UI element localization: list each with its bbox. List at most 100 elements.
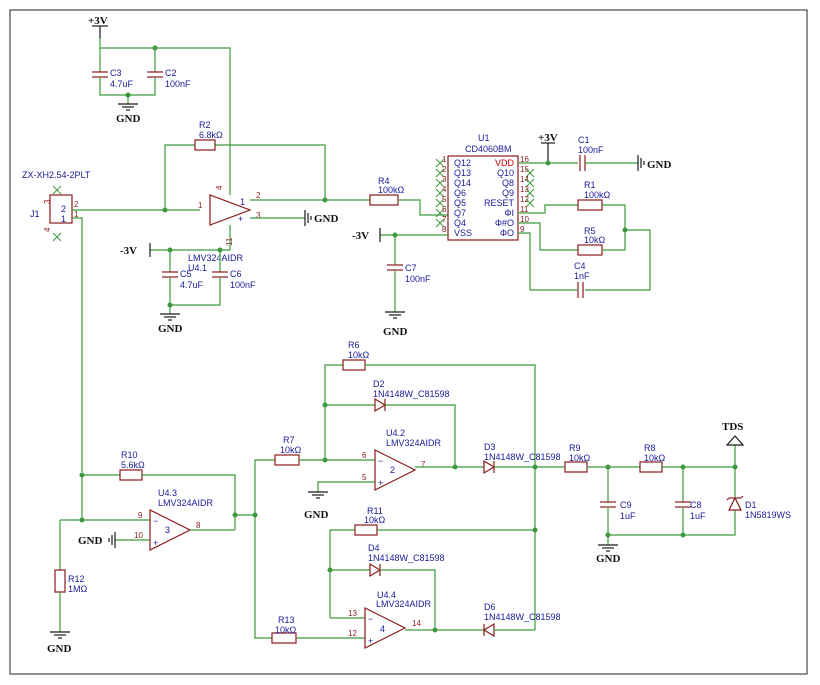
u1-pin-num-left-7: 8: [442, 225, 447, 234]
r4-ref: R4: [378, 176, 390, 186]
gnd-label-3: GND: [383, 326, 408, 338]
u4-4-minus-sign: −: [368, 614, 373, 624]
gnd-label-opamp1: GND: [314, 213, 339, 225]
j1-pin1-num: 1: [74, 210, 79, 219]
r8-ref: R8: [644, 443, 656, 453]
u4-3-plus-sign: +: [153, 538, 158, 548]
u1-pin-num-left-5: 6: [442, 205, 447, 214]
u4-3-unit: 3: [165, 525, 170, 535]
c3-ref: C3: [110, 68, 122, 78]
sheet-border: [9, 9, 808, 675]
u1-nc-mark-b-6: [435, 218, 445, 228]
u1-pin-label-right-0: VDD: [495, 158, 515, 168]
c9-ref: C9: [620, 500, 632, 510]
u4-4-ref: U4.4: [377, 590, 396, 600]
u1-pin-num-right-4: 12: [520, 195, 529, 204]
resistor-r2: [194, 139, 216, 151]
gnd-symbol-8: [50, 631, 70, 639]
u4-2-pin-inv: 6: [362, 451, 367, 460]
d3-value: 1N4148W_C81598: [484, 452, 561, 462]
resistor-r6: [342, 359, 366, 371]
d4-ref: D4: [368, 543, 380, 553]
c5-ref: C5: [180, 269, 192, 279]
d6-ref: D6: [484, 602, 496, 612]
u4-2-minus-sign: −: [378, 456, 383, 466]
r9-ref: R9: [569, 443, 581, 453]
resistor-r4: [369, 194, 399, 206]
j1-ref: J1: [30, 209, 40, 219]
gnd-label-2: GND: [158, 323, 183, 335]
u4-4-pin-out: 14: [412, 619, 421, 628]
d2-ref: D2: [373, 379, 385, 389]
u1-pin-label-right-6: Φ#O: [495, 218, 514, 228]
r11-ref: R11: [367, 506, 383, 516]
resistor-r12: [54, 569, 66, 593]
c6-ref: C6: [230, 269, 242, 279]
u1-pin-num-left-3: 4: [442, 185, 447, 194]
c9-value: 1uF: [620, 511, 636, 521]
u4-3-ref: U4.3: [158, 488, 177, 498]
gnd-label-7: GND: [78, 535, 103, 547]
j1-pin4: 4: [43, 227, 52, 232]
u4-2-plus-sign: +: [378, 478, 383, 488]
u1-nc-mark-b-4: [435, 198, 445, 208]
diode-d2: [374, 397, 387, 413]
c8-value: 1uF: [690, 511, 706, 521]
c7-value: 100nF: [405, 274, 431, 284]
r7-value: 10kΩ: [280, 445, 302, 455]
opamp-u4-2: − + 2: [374, 449, 417, 491]
diode-d4: [369, 562, 382, 578]
u4-4-pin-noninv: 12: [348, 629, 357, 638]
r11-value: 10kΩ: [364, 515, 386, 525]
gnd-label-1: GND: [116, 113, 141, 125]
c8-ref: C8: [690, 500, 702, 510]
c1-value: 100nF: [578, 145, 604, 155]
u1-pin-label-right-4: RESET: [484, 198, 515, 208]
u4-3-pin-out: 8: [196, 521, 201, 530]
u4-2-value: LMV324AIDR: [386, 438, 442, 448]
capacitor-c2: [147, 71, 163, 78]
r12-ref: R12: [68, 574, 85, 584]
opamp-u4-4: − + 4: [364, 607, 407, 649]
u4-1-plus-sign: +: [238, 214, 243, 224]
r5-value: 10kΩ: [584, 235, 606, 245]
r6-ref: R6: [348, 340, 360, 350]
u1-nc-mark-r-b-1: [525, 168, 535, 178]
u4-3-value: LMV324AIDR: [158, 498, 214, 508]
u4-1-pin-noninv: 3: [256, 211, 261, 220]
u1-pin-num-right-2: 14: [520, 175, 529, 184]
u1-pin-num-right-0: 16: [520, 155, 529, 164]
u4-4-pin-inv: 13: [348, 609, 357, 618]
u1-pin-label-3: Q6: [454, 188, 466, 198]
r9-value: 10kΩ: [569, 453, 591, 463]
gnd-symbol-1: [118, 103, 138, 111]
opamp-u4-3: − + 3: [149, 509, 192, 551]
vee-label-2: -3V: [352, 230, 369, 242]
u4-2-pin-noninv: 5: [362, 473, 367, 482]
u1-pin-num-right-7: 9: [520, 225, 525, 234]
r2-value: 6.8kΩ: [199, 130, 223, 140]
tds-label: TDS: [722, 421, 743, 433]
u1-pin-num-right-5: 11: [520, 205, 529, 214]
gnd-label-5: GND: [304, 509, 329, 521]
r1-value: 100kΩ: [584, 190, 611, 200]
u1-pin-label-5: Q7: [454, 208, 466, 218]
c1-ref: C1: [578, 135, 590, 145]
u1-pin-num-right-3: 13: [520, 185, 529, 194]
resistor-r5: [577, 244, 603, 256]
u4-1-pin-inv: 1: [198, 201, 203, 210]
r8-value: 10kΩ: [644, 453, 666, 463]
resistor-r1: [577, 199, 603, 211]
diode-d3: [483, 459, 496, 475]
d6-value: 1N4148W_C81598: [484, 612, 561, 622]
u1-pin-label-right-7: ΦO: [500, 228, 514, 238]
resistor-r10: [119, 469, 143, 481]
d3-ref: D3: [484, 442, 496, 452]
u1-nc-mark-b-0: [435, 158, 445, 168]
c2-value: 100nF: [165, 79, 191, 89]
u1-pin-num-left-6: 7: [442, 215, 447, 224]
u1-nc-mark-r-b-4: [525, 198, 535, 208]
r10-ref: R10: [121, 450, 138, 460]
